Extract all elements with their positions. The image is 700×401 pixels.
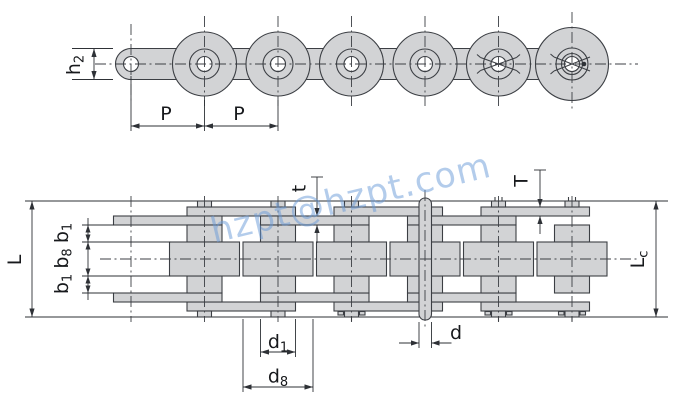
arrowhead: [85, 268, 91, 276]
dim-h2: h2: [63, 48, 113, 80]
arrowhead: [29, 201, 35, 210]
cotter-leg: [480, 56, 517, 72]
dim-T: T: [511, 169, 546, 234]
dim-t: t: [289, 176, 323, 243]
cotter-head-dot: [581, 61, 587, 67]
arrowhead: [29, 308, 35, 317]
cotter-wing: [337, 310, 345, 316]
arrowhead: [431, 340, 440, 346]
outer-plate: [186, 206, 297, 217]
arrowhead: [243, 384, 252, 390]
arrowhead: [91, 48, 97, 57]
dim-label-h2: h2: [63, 55, 88, 75]
inner-plate: [259, 292, 370, 303]
arrowhead: [91, 71, 97, 80]
dim-label-t: t: [289, 185, 311, 192]
outer-plate: [333, 206, 444, 217]
inner-plate: [259, 215, 370, 226]
dim-label-b1-top: b1: [51, 223, 76, 243]
side-view: h2 P P: [63, 12, 638, 131]
arrowhead: [314, 225, 320, 233]
outer-plate: [480, 301, 591, 312]
outer-plate: [186, 301, 297, 312]
cotter-wing: [484, 310, 492, 316]
arrowhead: [537, 216, 543, 224]
dim-label-p1: P: [160, 103, 171, 125]
cotter-tip: [476, 54, 481, 58]
inner-plate: [112, 292, 223, 303]
cotter-wing: [505, 310, 513, 316]
cotter-pin-mark: [476, 54, 521, 74]
cotter-tip: [550, 70, 555, 75]
dim-label-T: T: [511, 175, 533, 188]
dim-b-widths: b1 b8 b1: [51, 218, 171, 300]
arrowhead: [85, 285, 91, 293]
outer-plate: [333, 301, 444, 312]
dim-label-p2: P: [233, 103, 244, 125]
dim-label-d8: d8: [268, 366, 288, 391]
arrowhead: [85, 225, 91, 233]
arrowhead: [85, 234, 91, 242]
cotter-wing: [579, 310, 587, 316]
dim-d: d: [399, 322, 462, 348]
cotter-tip: [516, 54, 521, 58]
dim-L: L: [4, 201, 35, 317]
arrowhead: [85, 276, 91, 284]
arrowhead: [314, 208, 320, 216]
arrowhead: [260, 349, 269, 355]
cotter-wing: [358, 310, 366, 316]
arrowhead: [304, 384, 313, 390]
inner-plate: [406, 292, 517, 303]
dim-label-b8: b8: [51, 248, 76, 268]
inner-plate: [112, 215, 223, 226]
inner-plates: [112, 215, 517, 303]
cotter-tip: [516, 70, 521, 74]
cotter-wing: [557, 310, 565, 316]
dim-Lc: Lc: [627, 201, 659, 317]
plan-view-centerlines: [100, 190, 640, 330]
inner-plate: [406, 215, 517, 226]
cotter-tip: [476, 70, 481, 74]
arrowhead: [287, 349, 296, 355]
cotter-leg: [553, 56, 591, 72]
arrowhead: [653, 201, 659, 210]
outer-plates: [186, 206, 591, 312]
arrowhead: [204, 123, 213, 129]
plan-view: L Lc b1 b8 b1: [4, 169, 668, 392]
dim-label-b1-bottom: b1: [51, 274, 76, 294]
arrowhead: [85, 242, 91, 250]
arrowhead: [269, 123, 278, 129]
arrowhead: [196, 123, 205, 129]
arrowhead: [131, 123, 140, 129]
dim-label-L: L: [4, 254, 26, 265]
outer-plate: [480, 206, 591, 217]
dim-label-d: d: [450, 322, 462, 344]
dim-label-Lc: Lc: [627, 251, 652, 269]
dim-d8: d8: [242, 319, 314, 392]
cotter-tip: [550, 53, 555, 58]
dim-label-d1: d1: [268, 331, 288, 356]
arrowhead: [537, 199, 543, 207]
arrowhead: [411, 340, 419, 346]
dim-pitch: P P: [130, 76, 279, 131]
arrowhead: [653, 308, 659, 317]
dim-d1: d1: [260, 319, 296, 357]
cotter-pin-mark: [550, 53, 591, 75]
